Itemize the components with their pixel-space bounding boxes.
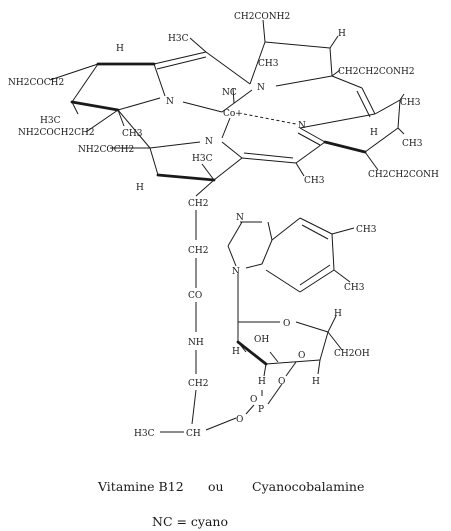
label-ch3-top: CH3 (258, 59, 279, 69)
label-p-phosphate: P (258, 405, 264, 415)
label-h-bottom: H (136, 183, 144, 193)
label-nc-co: NC (222, 88, 237, 98)
label-o-phosphate-2: O (250, 395, 257, 405)
label-ch2ch2conh-right: CH2CH2CONH (368, 170, 439, 180)
label-oh-sugar: OH (254, 335, 269, 345)
label-h-sugar-2: H (232, 347, 240, 357)
label-nh-chain: NH (188, 338, 204, 348)
label-o-phosphate-4: O (298, 351, 305, 361)
label-nh2coch2-left: NH2COCH2 (8, 78, 64, 88)
label-ch2conh2-top: CH2CONH2 (234, 12, 290, 22)
label-ch3-right-2: CH3 (402, 139, 423, 149)
label-n-left: N (166, 97, 174, 107)
label-n-top: N (257, 83, 265, 93)
caption-alt-name: Cyanocobalamine (252, 479, 364, 494)
label-h3c-bottom: H3C (192, 154, 213, 164)
caption: Vitamine B12 ou Cyanocobalamine NC = cya… (97, 479, 364, 529)
label-ch2-chain-1: CH2 (188, 199, 208, 209)
caption-legend: NC = cyano (152, 514, 228, 529)
label-h3c-chain: H3C (134, 429, 155, 439)
label-n-imidazole-1: N (236, 213, 244, 223)
caption-name: Vitamine B12 (97, 479, 184, 494)
label-n-imidazole-2: N (232, 267, 240, 277)
label-h-sugar-4: H (312, 377, 320, 387)
label-ch3-benzene-2: CH3 (344, 283, 365, 293)
benzimidazole-bonds (227, 217, 355, 322)
side-chain-bonds (160, 210, 297, 433)
label-co-center: Co+ (223, 109, 243, 119)
label-o-phosphate-3: O (278, 377, 285, 387)
label-n-bottom-left: N (205, 137, 213, 147)
label-co-chain: CO (188, 291, 202, 301)
label-ch-chain: CH (186, 429, 201, 439)
label-nh2coch2-bottom-left: NH2COCH2 (78, 145, 134, 155)
label-h-sugar-3: H (258, 377, 266, 387)
label-ch3-benzene-1: CH3 (356, 225, 377, 235)
label-ch2-chain-2: CH2 (188, 246, 208, 256)
label-h3c-left: H3C (40, 116, 61, 126)
label-h-sugar-1: H (334, 309, 342, 319)
label-ch2ch2conh2-right: CH2CH2CONH2 (338, 67, 415, 77)
label-nh2coch2ch2-left: NH2COCH2CH2 (18, 128, 95, 138)
label-ch2-chain-3: CH2 (188, 379, 208, 389)
label-ch3-right-1: CH3 (400, 98, 421, 108)
label-ch3-left-inner: CH3 (122, 129, 143, 139)
label-ch2oh-sugar: CH2OH (334, 349, 370, 359)
label-h-top-left: H (116, 44, 124, 54)
label-h-top-right: H (338, 29, 346, 39)
label-h3c-top: H3C (168, 34, 189, 44)
corrin-ring-bonds (49, 19, 405, 197)
label-o-sugar-ring: O (283, 319, 290, 329)
label-h-right: H (370, 128, 378, 138)
atom-labels: CH2CONH2 H3C H H CH3 NH2COCH2 CH2CH2CONH… (8, 12, 439, 439)
label-ch3-bottom: CH3 (304, 176, 325, 186)
label-o-phosphate-1: O (236, 415, 243, 425)
ribose-bonds (236, 315, 343, 377)
label-n-bottom-right: N (298, 121, 306, 131)
caption-conj: ou (208, 479, 224, 494)
